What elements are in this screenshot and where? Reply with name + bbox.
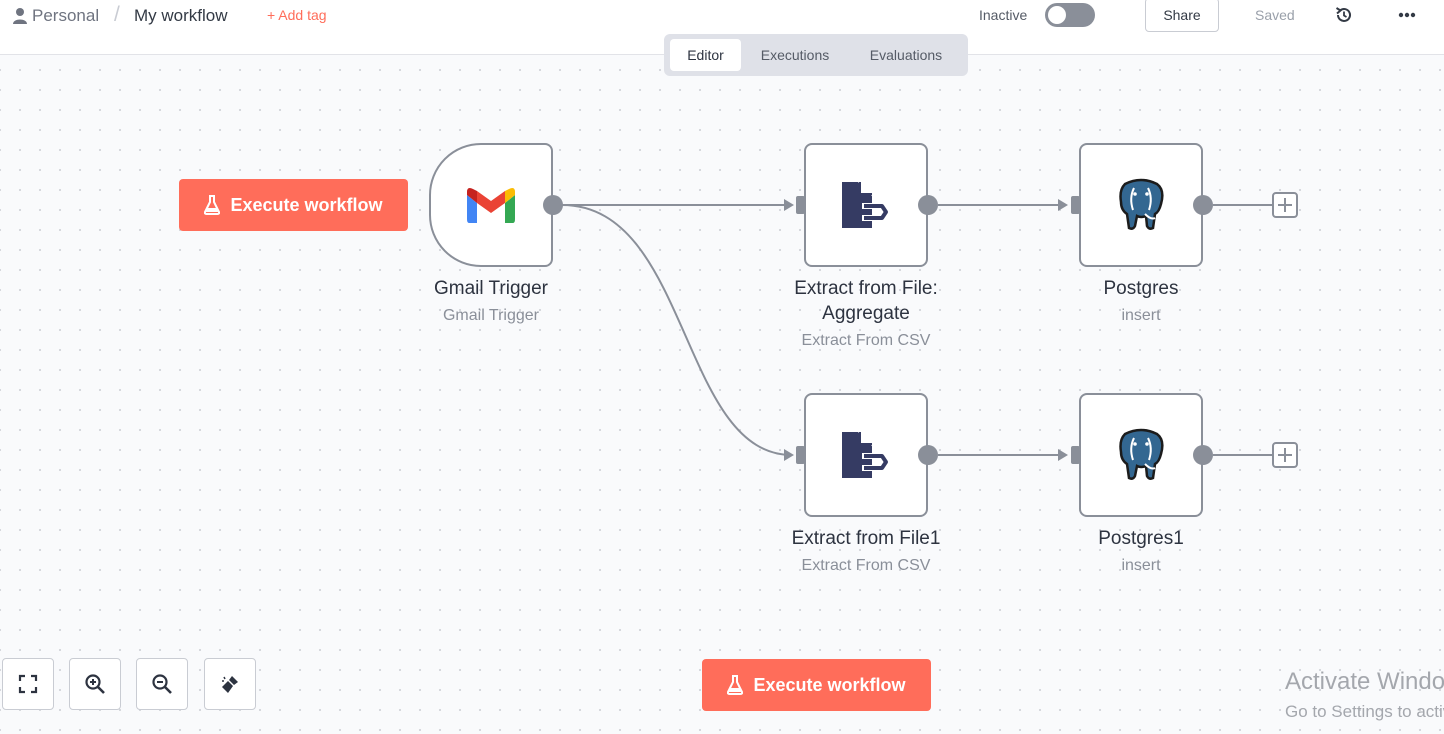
save-status: Saved [1255, 7, 1295, 23]
node-extract-from-file1[interactable] [804, 393, 928, 517]
postgres-icon [1119, 428, 1164, 480]
flask-icon [727, 675, 744, 695]
history-icon[interactable] [1334, 5, 1354, 25]
input-port[interactable] [796, 446, 805, 464]
node-postgres1[interactable] [1079, 393, 1203, 517]
tidy-up-button[interactable] [204, 658, 256, 710]
active-status-label: Inactive [979, 7, 1028, 23]
breadcrumb-separator: / [114, 3, 120, 26]
node-subtitle: Gmail Trigger [442, 307, 540, 324]
extract-file-icon [842, 182, 888, 228]
node-title: Extract from File: Aggregate [756, 276, 976, 326]
node-title: Gmail Trigger [433, 278, 549, 299]
tab-editor[interactable]: Editor [670, 39, 741, 71]
node-postgres[interactable] [1079, 143, 1203, 267]
more-options-icon[interactable] [1397, 5, 1417, 25]
input-port[interactable] [796, 196, 805, 214]
node-subtitle: Extract From CSV [801, 332, 931, 349]
execute-workflow-label: Execute workflow [753, 674, 906, 695]
tidy-up-icon [222, 676, 238, 693]
extract-file-icon [842, 432, 888, 478]
activate-windows-watermark: Activate Windows Go to Settings to activ… [1280, 660, 1444, 734]
node-title: Extract from File1 [791, 528, 941, 549]
flask-icon [204, 195, 221, 215]
fit-view-button[interactable] [2, 658, 54, 710]
add-tag-link[interactable]: + Add tag [267, 7, 327, 23]
active-toggle[interactable] [1045, 3, 1095, 27]
node-title: Postgres1 [1098, 528, 1184, 549]
node-title-line1: Extract from File: [794, 278, 938, 299]
node-title: Postgres [1103, 278, 1179, 299]
view-tabs: Editor Executions Evaluations [664, 34, 968, 76]
watermark-title: Activate Windows [1285, 668, 1444, 695]
output-handle[interactable] [1193, 195, 1213, 215]
plus-icon [1278, 448, 1292, 462]
share-button[interactable]: Share [1145, 0, 1219, 32]
node-subtitle: insert [1121, 557, 1161, 574]
tab-evaluations[interactable]: Evaluations [869, 47, 943, 63]
tab-executions[interactable]: Executions [760, 47, 830, 63]
zoom-out-icon [152, 674, 172, 694]
output-handle[interactable] [918, 195, 938, 215]
output-handle[interactable] [543, 195, 563, 215]
output-handle[interactable] [1193, 445, 1213, 465]
node-subtitle: Extract From CSV [801, 557, 931, 574]
node-gmail-trigger[interactable] [429, 143, 553, 267]
watermark-subtitle: Go to Settings to activate Windows. [1285, 702, 1444, 721]
zoom-in-button[interactable] [69, 658, 121, 710]
gmail-icon [467, 188, 515, 223]
execute-workflow-button-bottom[interactable]: Execute workflow [702, 659, 931, 711]
breadcrumb-project[interactable]: Personal [32, 6, 100, 25]
workflow-name[interactable]: My workflow [134, 6, 228, 25]
node-title-line2: Aggregate [822, 303, 910, 324]
input-port[interactable] [1071, 196, 1080, 214]
plus-icon [1278, 198, 1292, 212]
node-subtitle: insert [1121, 307, 1161, 324]
node-extract-from-file-aggregate[interactable] [804, 143, 928, 267]
toggle-knob [1048, 6, 1066, 24]
add-node-button[interactable] [1272, 192, 1298, 218]
execute-workflow-button[interactable]: Execute workflow [179, 179, 408, 231]
zoom-out-button[interactable] [136, 658, 188, 710]
input-port[interactable] [1071, 446, 1080, 464]
zoom-in-icon [85, 674, 105, 694]
add-node-button[interactable] [1272, 442, 1298, 468]
output-handle[interactable] [918, 445, 938, 465]
workflow-canvas[interactable] [0, 55, 1444, 734]
user-icon [13, 8, 27, 24]
fit-view-icon [18, 674, 38, 694]
execute-workflow-label: Execute workflow [230, 194, 383, 215]
postgres-icon [1119, 178, 1164, 230]
